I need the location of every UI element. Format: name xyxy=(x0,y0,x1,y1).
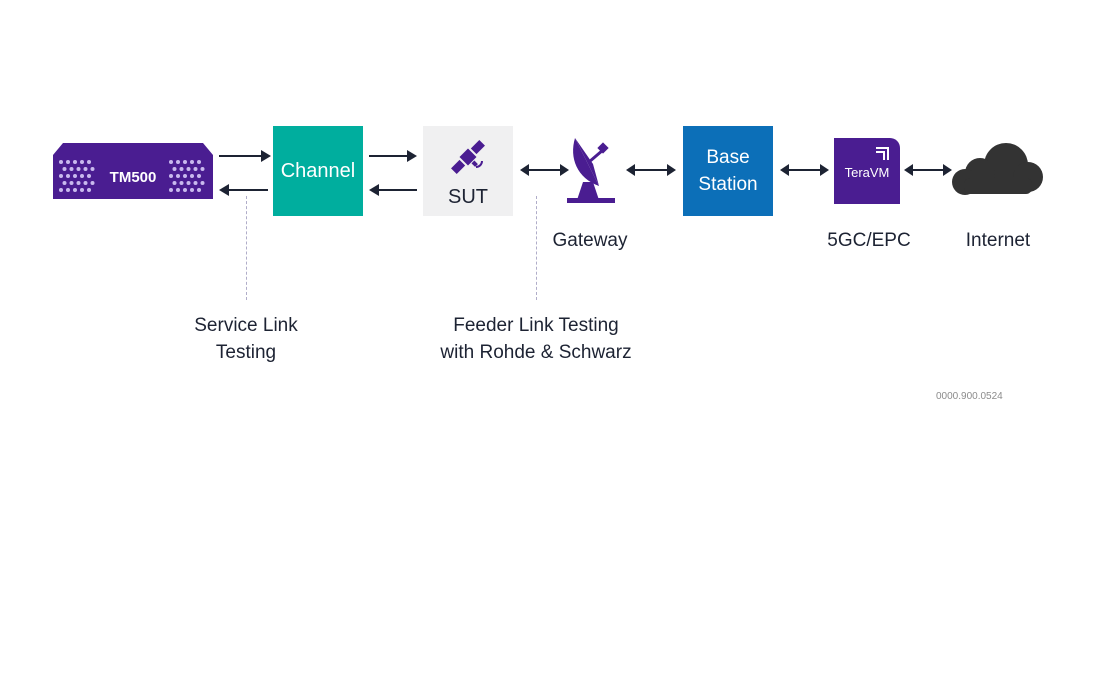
sut-gateway-arrow xyxy=(520,164,569,176)
sut-label: SUT xyxy=(448,186,488,208)
tm500-channel-arrows xyxy=(219,150,271,196)
channel-label: Channel xyxy=(280,159,356,182)
feeder-link-line2: with Rohde & Schwarz xyxy=(440,342,632,363)
service-link-annotation: Service Link Testing xyxy=(156,312,336,366)
teravm-logo-text: TeraVM xyxy=(844,165,890,180)
satellite-icon xyxy=(451,140,485,174)
channel-block: Channel xyxy=(273,126,363,216)
channel-sut-arrows xyxy=(369,150,417,196)
satellite-dish-icon xyxy=(567,138,615,203)
feeder-link-dashed-line xyxy=(536,196,537,300)
feeder-link-line1: Feeder Link Testing xyxy=(453,315,619,336)
tm500-device-icon xyxy=(53,143,213,199)
tm500-device: TM500 xyxy=(53,143,213,199)
core-label: 5GC/EPC xyxy=(827,230,911,251)
base-station-line1: Base xyxy=(706,147,750,168)
feeder-link-annotation: Feeder Link Testing with Rohde & Schwarz xyxy=(406,312,666,366)
gateway-base-arrow xyxy=(626,164,676,176)
base-core-arrow xyxy=(780,164,829,176)
service-link-dashed-line xyxy=(246,196,247,300)
service-link-line2: Testing xyxy=(215,342,277,363)
tm500-label: TM500 xyxy=(109,169,157,186)
core-internet-arrow xyxy=(904,164,952,176)
gateway-label: Gateway xyxy=(552,230,628,251)
internet-label: Internet xyxy=(965,230,1031,251)
teravm-logo: TeraVM xyxy=(834,138,900,204)
sut-block: SUT xyxy=(423,126,513,216)
teravm-mark-icon xyxy=(876,147,889,160)
service-link-line1: Service Link xyxy=(194,315,298,336)
cloud-icon xyxy=(952,143,1043,195)
base-station-block: Base Station xyxy=(683,126,773,216)
document-code: 0000.900.0524 xyxy=(936,391,1003,402)
base-station-line2: Station xyxy=(698,174,758,195)
